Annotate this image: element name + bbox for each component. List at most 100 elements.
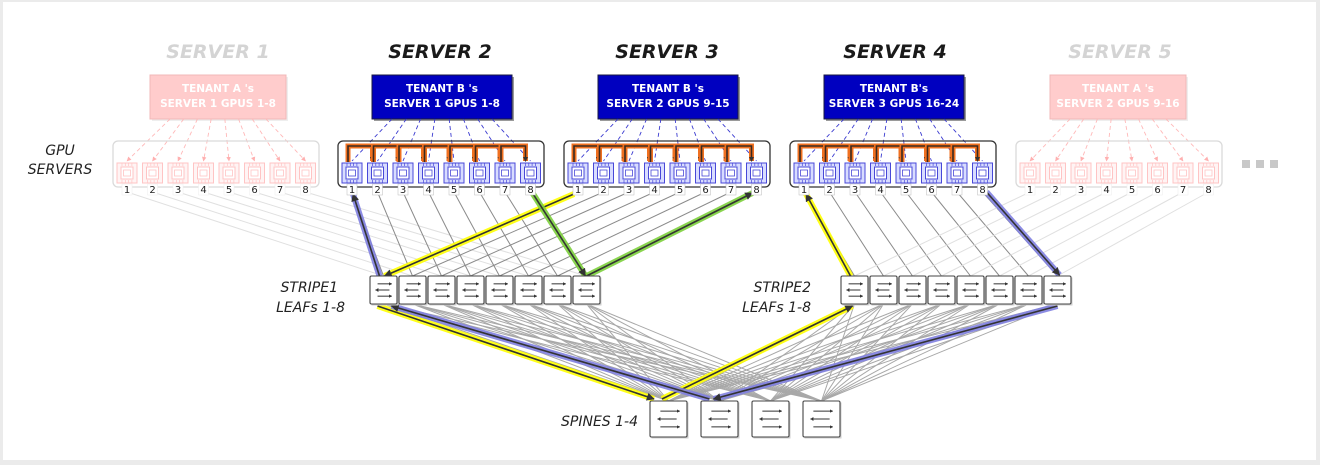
tenant-gpu-mapping	[1138, 118, 1158, 162]
gpu-number: 7	[277, 185, 283, 196]
tenant-allocation-box	[597, 74, 739, 120]
server-title: SERVER 5	[1068, 41, 1171, 63]
gpu-leaf-cable	[428, 191, 471, 277]
gpu-number: 1	[349, 185, 355, 196]
gpu-chip-icon	[1070, 162, 1092, 184]
gpu-chip-icon	[469, 162, 490, 184]
tenant-gpu-mapping	[152, 118, 185, 162]
spine-4[interactable]	[802, 400, 842, 439]
leaf-spine-cable	[719, 303, 884, 402]
stripe2-leaf-8[interactable]	[1043, 275, 1073, 306]
gpu-chip-icon	[844, 162, 866, 184]
leaf-spine-cable	[668, 303, 913, 402]
tenant-gpu-mapping	[628, 118, 647, 162]
stripe1-leaf-2[interactable]	[398, 275, 428, 306]
gpu-number: 8	[1205, 185, 1211, 196]
tenant-gpu-mapping	[251, 118, 281, 162]
gpu-number: 7	[502, 185, 508, 196]
tenant-gpu-mapping	[448, 118, 455, 162]
tenant-gpu-mapping	[477, 118, 506, 162]
gpu-leaf-cable	[479, 191, 529, 277]
tenant-gpu-mapping	[265, 118, 306, 162]
stripe1-leaf-6[interactable]	[514, 275, 544, 306]
stripe1-leaf-4[interactable]	[456, 275, 486, 306]
stripe2-leaf-6[interactable]	[985, 275, 1015, 306]
stripe2-leaf-5[interactable]	[956, 275, 986, 306]
stripe2-leaf-3[interactable]	[898, 275, 928, 306]
gpu-leaf-cable	[905, 191, 971, 277]
gpu-chip-icon	[618, 162, 640, 184]
tenant-gpu-mapping	[929, 118, 958, 162]
stripe2-leaf-2[interactable]	[869, 275, 899, 306]
leaf-spine-cable	[668, 303, 1058, 402]
tenant-gpu-mapping	[126, 118, 171, 162]
spine-3[interactable]	[751, 400, 791, 439]
gpu-leaf-cable	[499, 191, 681, 277]
gpu-number: 7	[728, 185, 734, 196]
leaf-spine-cable	[470, 303, 771, 402]
gpu-chip-icon	[520, 162, 541, 184]
leaf-spine-cable	[770, 303, 855, 402]
gpu-chip-icon	[167, 162, 189, 184]
tenant-gpu-mapping	[1080, 118, 1098, 162]
gpu-number: 2	[149, 185, 155, 196]
gpu-number: 2	[1052, 185, 1058, 196]
stripe2-leaf-1[interactable]	[840, 275, 870, 306]
gpu-number: 6	[702, 185, 708, 196]
stripe1-leaf-1[interactable]	[369, 275, 399, 306]
gpu-chip-icon	[193, 162, 214, 184]
tenant-gpu-mapping	[351, 118, 393, 162]
tenant-gpu-mapping	[803, 118, 845, 162]
stripe2-label-line2: LEAFs 1-8	[742, 300, 811, 316]
stripe1-label-line2: LEAFs 1-8	[276, 300, 345, 316]
stripe1-leaf-8[interactable]	[572, 275, 602, 306]
gpu-chip-icon	[1172, 162, 1194, 184]
stripe1-leaf-7[interactable]	[543, 275, 573, 306]
stripe1-leaf-3[interactable]	[427, 275, 457, 306]
yellow-path-seg4	[803, 192, 854, 278]
gpu-chip-icon	[946, 162, 968, 184]
spine-2[interactable]	[700, 400, 740, 439]
gpu-chip-icon	[746, 162, 767, 184]
leaf-spine-cable	[586, 303, 822, 402]
stripe1-leaf-5[interactable]	[485, 275, 515, 306]
switches	[369, 275, 1073, 439]
stripe2-leaf-7[interactable]	[1014, 275, 1044, 306]
spine-1[interactable]	[649, 400, 689, 439]
gpu-chip-icon	[341, 162, 363, 184]
server-chassis	[563, 140, 771, 188]
gpu-number: 5	[451, 185, 457, 196]
gpu-leaf-cable	[504, 191, 558, 277]
gpu-chip-icon	[218, 162, 240, 184]
gpu-leaf-cable	[279, 191, 558, 277]
leaf-spine-cable	[770, 303, 913, 402]
leaf-spine-cable	[412, 303, 822, 402]
leaf-spine-cable	[770, 303, 884, 402]
gpu-leaf-cable	[402, 191, 442, 277]
gpu-number: 3	[175, 185, 181, 196]
gpu-leaf-cable	[377, 191, 413, 277]
gpu-number: 5	[903, 185, 909, 196]
gpu-leaf-cable	[305, 191, 587, 277]
highlighted-paths	[350, 190, 1062, 402]
green-path-seg2	[585, 190, 754, 279]
leaf-spine-cable	[668, 303, 1029, 402]
tenant-label: TENANT B 's	[632, 83, 704, 95]
gpu-number: 3	[852, 185, 858, 196]
nvlink-icon	[500, 145, 529, 163]
gpu-chip-icon	[1147, 162, 1168, 184]
gpu-number: 4	[651, 185, 657, 196]
leaf-spine-cable	[528, 303, 669, 402]
stripe2-leaf-4[interactable]	[927, 275, 957, 306]
tenant-gpu-mapping	[1055, 118, 1085, 162]
tenant-gpu-mapping	[854, 118, 873, 162]
tenant-label: TENANT B 's	[406, 83, 478, 95]
tenant-label: TENANT A 's	[1082, 83, 1154, 95]
tenant-gpus-label: SERVER 1 GPUS 1-8	[384, 98, 500, 110]
gpu-chip-icon	[367, 162, 388, 184]
leaf-spine-cable	[821, 303, 855, 402]
